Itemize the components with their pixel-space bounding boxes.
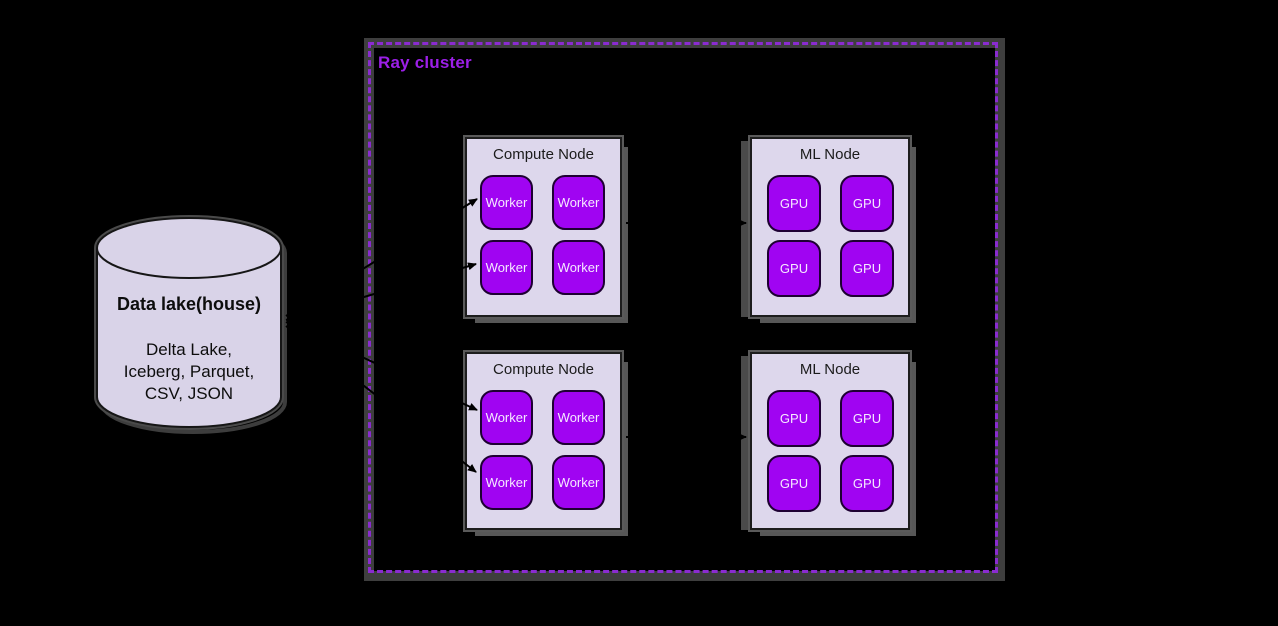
ml-node-1: ML Node GPU GPU GPU GPU bbox=[750, 137, 910, 317]
gpu-box: GPU bbox=[767, 175, 821, 232]
worker-box: Worker bbox=[552, 175, 605, 230]
node-title: Compute Node bbox=[493, 146, 594, 163]
data-lake-format-line: CSV, JSON bbox=[144, 384, 234, 403]
gpu-box: GPU bbox=[840, 175, 894, 232]
gpu-box: GPU bbox=[840, 240, 894, 297]
gpu-grid: GPU GPU GPU GPU bbox=[767, 175, 894, 297]
compute-node-2: Compute Node Worker Worker Worker Worker bbox=[465, 352, 622, 530]
ml-node-2: ML Node GPU GPU GPU GPU bbox=[750, 352, 910, 530]
node-title: Compute Node bbox=[493, 361, 594, 378]
gpu-box: GPU bbox=[767, 455, 821, 512]
worker-box: Worker bbox=[552, 240, 605, 295]
node-title: ML Node bbox=[799, 361, 861, 378]
worker-box: Worker bbox=[552, 390, 605, 445]
data-lake-format-line: Delta Lake, bbox=[146, 340, 232, 359]
gpu-box: GPU bbox=[840, 455, 894, 512]
gpu-box: GPU bbox=[767, 240, 821, 297]
gpu-grid: GPU GPU GPU GPU bbox=[767, 390, 894, 512]
data-lake-format-line: Iceberg, Parquet, bbox=[123, 362, 255, 381]
cylinder-rim bbox=[96, 247, 282, 279]
worker-box: Worker bbox=[480, 240, 533, 295]
compute-node-1: Compute Node Worker Worker Worker Worker bbox=[465, 137, 622, 317]
worker-box: Worker bbox=[480, 175, 533, 230]
ray-cluster-label: Ray cluster bbox=[378, 53, 472, 72]
worker-box: Worker bbox=[552, 455, 605, 510]
worker-grid: Worker Worker Worker Worker bbox=[480, 175, 605, 295]
node-title: ML Node bbox=[799, 146, 861, 163]
data-lake-title: Data lake(house) bbox=[116, 294, 262, 314]
worker-box: Worker bbox=[480, 390, 533, 445]
cylinder-body bbox=[96, 217, 282, 428]
worker-grid: Worker Worker Worker Worker bbox=[480, 390, 605, 510]
worker-box: Worker bbox=[480, 455, 533, 510]
gpu-box: GPU bbox=[767, 390, 821, 447]
gpu-box: GPU bbox=[840, 390, 894, 447]
